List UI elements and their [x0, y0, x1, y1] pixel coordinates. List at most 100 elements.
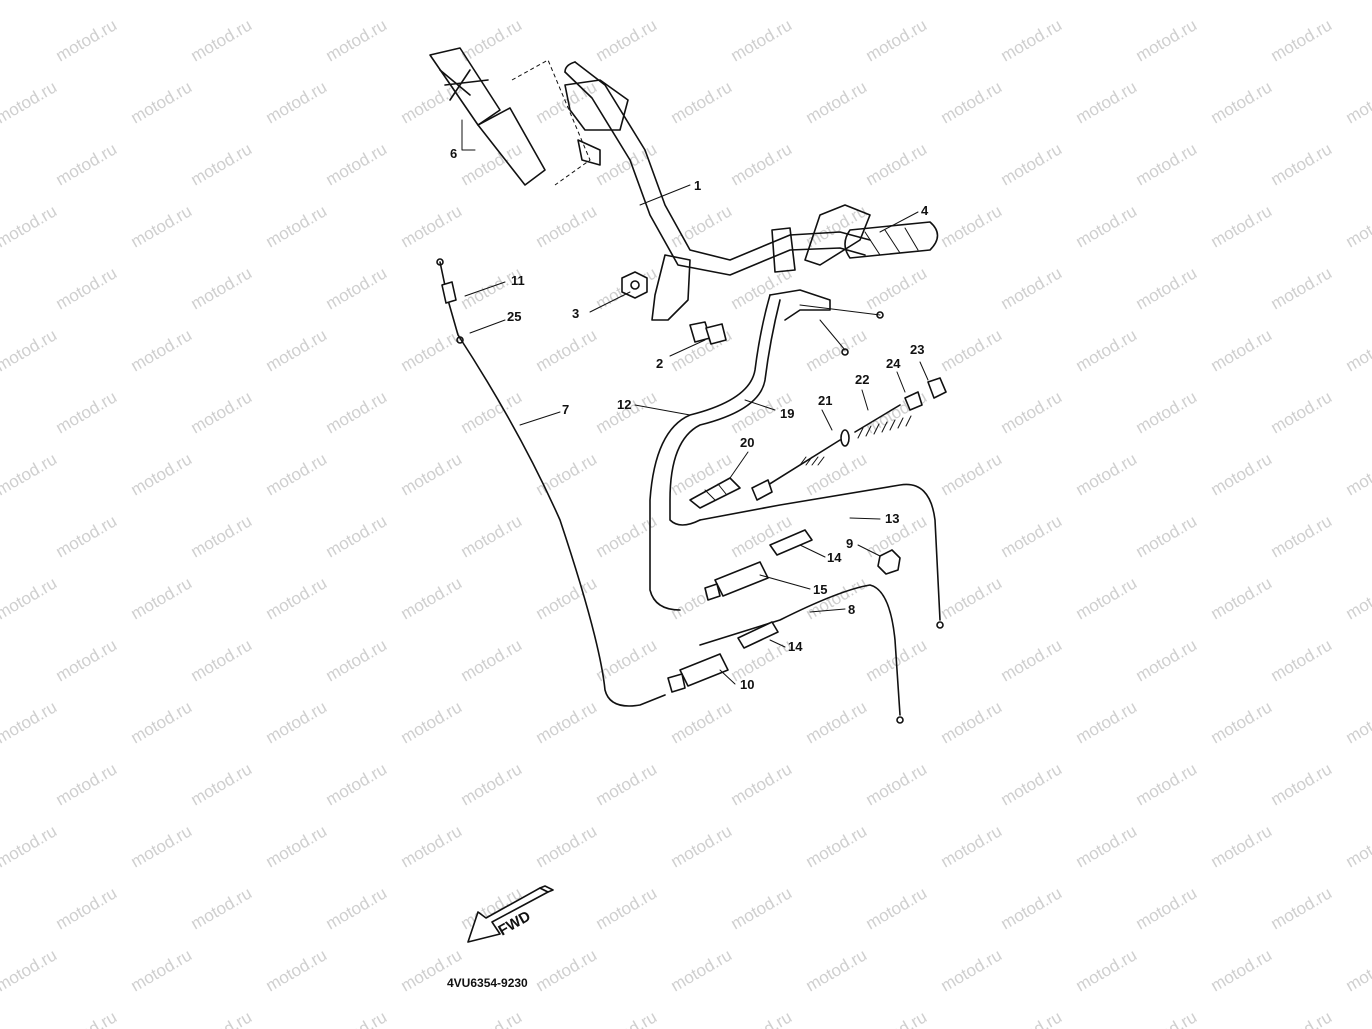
watermark-text: motod.ru — [53, 511, 121, 561]
watermark-text: motod.ru — [263, 0, 331, 3]
watermark-text: motod.ru — [398, 0, 466, 3]
watermark-text: motod.ru — [1268, 759, 1336, 809]
watermark-text: motod.ru — [1208, 0, 1276, 3]
watermark-text: motod.ru — [1133, 139, 1201, 189]
watermark-text: motod.ru — [323, 263, 391, 313]
watermark-text: motod.ru — [668, 0, 736, 3]
watermark-text: motod.ru — [938, 325, 1006, 375]
watermark-text: motod.ru — [188, 511, 256, 561]
watermark-text: motod.ru — [53, 387, 121, 437]
watermark-text: motod.ru — [1268, 635, 1336, 685]
callout-9: 9 — [846, 536, 853, 551]
watermark-text: motod.ru — [1343, 201, 1372, 251]
watermark-text: motod.ru — [1208, 449, 1276, 499]
watermark-text: motod.ru — [998, 635, 1066, 685]
watermark-text: motod.ru — [188, 635, 256, 685]
watermark-text: motod.ru — [1073, 325, 1141, 375]
watermark-text: motod.ru — [533, 449, 601, 499]
cable-8 — [699, 584, 904, 724]
watermark-text: motod.ru — [398, 201, 466, 251]
watermark-text: motod.ru — [1343, 77, 1372, 127]
watermark-text: motod.ru — [533, 945, 601, 995]
callout-4: 4 — [921, 203, 929, 218]
watermark-text: motod.ru — [0, 201, 60, 251]
watermark-text: motod.ru — [188, 1007, 256, 1029]
watermark-text: motod.ru — [593, 387, 661, 437]
watermark-text: motod.ru — [0, 77, 60, 127]
watermark-text: motod.ru — [863, 263, 931, 313]
watermark-text: motod.ru — [863, 883, 931, 933]
watermark-text: motod.ru — [188, 759, 256, 809]
watermark-text: motod.ru — [863, 15, 931, 65]
watermark-text: motod.ru — [53, 883, 121, 933]
watermark-text: motod.ru — [998, 387, 1066, 437]
watermark-text: motod.ru — [728, 883, 796, 933]
watermark-text: motod.ru — [263, 821, 331, 871]
watermark-text: motod.ru — [398, 573, 466, 623]
watermark-text: motod.ru — [998, 15, 1066, 65]
watermark-text: motod.ru — [1343, 697, 1372, 747]
watermark-text: motod.ru — [938, 697, 1006, 747]
watermark-text: motod.ru — [458, 15, 526, 65]
callout-19: 19 — [780, 406, 794, 421]
watermark-text: motod.ru — [1343, 325, 1372, 375]
watermark-text: motod.ru — [1343, 449, 1372, 499]
watermark-text: motod.ru — [188, 139, 256, 189]
watermark-text: motod.ru — [938, 449, 1006, 499]
watermark-text: motod.ru — [1268, 883, 1336, 933]
watermark-text: motod.ru — [323, 759, 391, 809]
watermark-text: motod.ru — [938, 0, 1006, 3]
nut — [621, 271, 648, 299]
watermark-text: motod.ru — [263, 945, 331, 995]
watermark-text: motod.ru — [263, 201, 331, 251]
watermark-text: motod.ru — [998, 511, 1066, 561]
callout-21: 21 — [818, 393, 832, 408]
watermark-text: motod.ru — [0, 697, 60, 747]
watermark-text: motod.ru — [128, 449, 196, 499]
watermark-text: motod.ru — [938, 201, 1006, 251]
watermark-text: motod.ru — [998, 1007, 1066, 1029]
watermark-text: motod.ru — [398, 821, 466, 871]
watermark-text: motod.ru — [1208, 201, 1276, 251]
watermark-text: motod.ru — [803, 0, 871, 3]
watermark-text: motod.ru — [863, 139, 931, 189]
watermark-text: motod.ru — [458, 635, 526, 685]
watermark-text: motod.ru — [1208, 325, 1276, 375]
watermark-text: motod.ru — [1268, 511, 1336, 561]
watermark-text: motod.ru — [998, 263, 1066, 313]
watermark-text: motod.ru — [263, 573, 331, 623]
watermark-text: motod.ru — [1343, 573, 1372, 623]
watermark-text: motod.ru — [1133, 1007, 1201, 1029]
watermark-text: motod.ru — [668, 77, 736, 127]
right-grip — [844, 221, 939, 259]
watermark-text: motod.ru — [1073, 573, 1141, 623]
watermark-text: motod.ru — [728, 511, 796, 561]
watermark-text: motod.ru — [323, 387, 391, 437]
watermark-text: motod.ru — [53, 263, 121, 313]
watermark-text: motod.ru — [803, 325, 871, 375]
callout-6: 6 — [450, 146, 457, 161]
watermark-text: motod.ru — [188, 263, 256, 313]
watermark-text: motod.ru — [53, 15, 121, 65]
watermark-text: motod.ru — [1133, 15, 1201, 65]
watermark-text: motod.ru — [263, 697, 331, 747]
watermark-text: motod.ru — [533, 325, 601, 375]
watermark-text: motod.ru — [0, 0, 60, 3]
bolt — [689, 321, 727, 345]
junction-15 — [704, 561, 769, 601]
watermark-text: motod.ru — [1208, 945, 1276, 995]
watermark-text: motod.ru — [803, 697, 871, 747]
watermark-text: motod.ru — [593, 883, 661, 933]
watermark-text: motod.ru — [1208, 697, 1276, 747]
cable-clip — [689, 477, 741, 509]
watermark-text: motod.ru — [128, 945, 196, 995]
watermark-text: motod.ru — [863, 387, 931, 437]
nut-9 — [877, 549, 901, 575]
watermark-text: motod.ru — [863, 1007, 931, 1029]
watermark-text: motod.ru — [323, 883, 391, 933]
watermark-text: motod.ru — [458, 1007, 526, 1029]
watermark-text: motod.ru — [128, 573, 196, 623]
watermark-text: motod.ru — [398, 77, 466, 127]
